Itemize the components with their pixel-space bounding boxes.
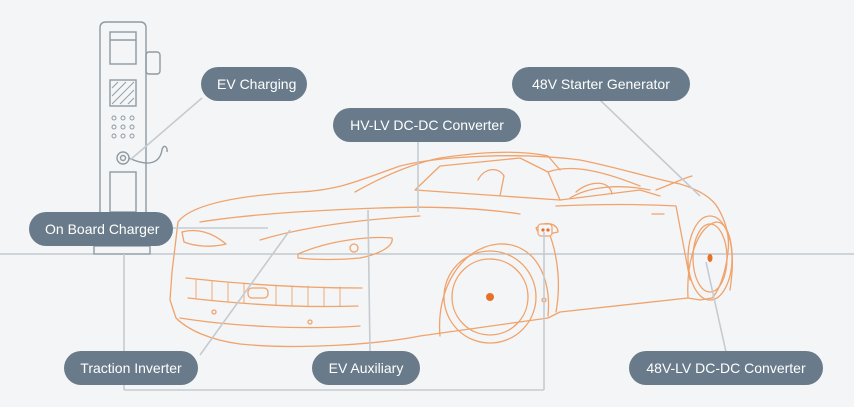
rear-wheel-hub xyxy=(707,254,713,262)
label-on-board-charger: On Board Charger xyxy=(29,212,173,246)
charge-port xyxy=(537,223,553,237)
label-48v-starter-generator: 48V Starter Generator xyxy=(512,67,690,101)
leader-lines xyxy=(123,97,727,391)
keypad xyxy=(111,115,135,139)
label-hv-lv-dc-dc-converter: HV-LV DC-DC Converter xyxy=(333,108,521,142)
label-ev-charging: EV Charging xyxy=(201,67,307,101)
car-illustration xyxy=(169,151,733,348)
charging-station xyxy=(93,21,168,255)
label-48v-lv-dc-dc-converter: 48V-LV DC-DC Converter xyxy=(629,351,823,385)
front-wheel-hub xyxy=(486,293,494,301)
label-traction-inverter: Traction Inverter xyxy=(64,351,198,385)
label-ev-auxiliary: EV Auxiliary xyxy=(312,351,420,385)
